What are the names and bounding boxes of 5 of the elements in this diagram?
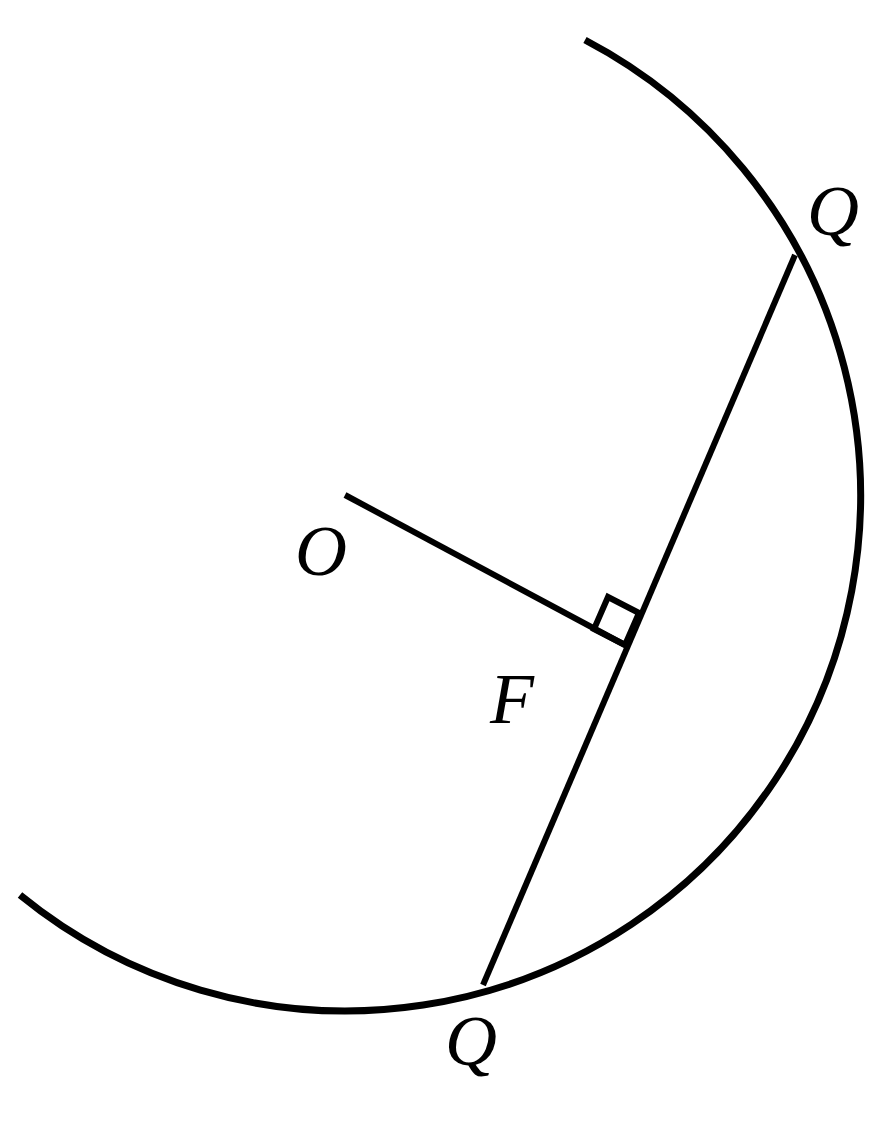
point-label: F — [488, 658, 536, 735]
point-label: Q — [806, 175, 860, 253]
point-label: Q — [444, 1000, 498, 1075]
line-segment — [480, 253, 798, 987]
point-label: O — [295, 510, 348, 590]
